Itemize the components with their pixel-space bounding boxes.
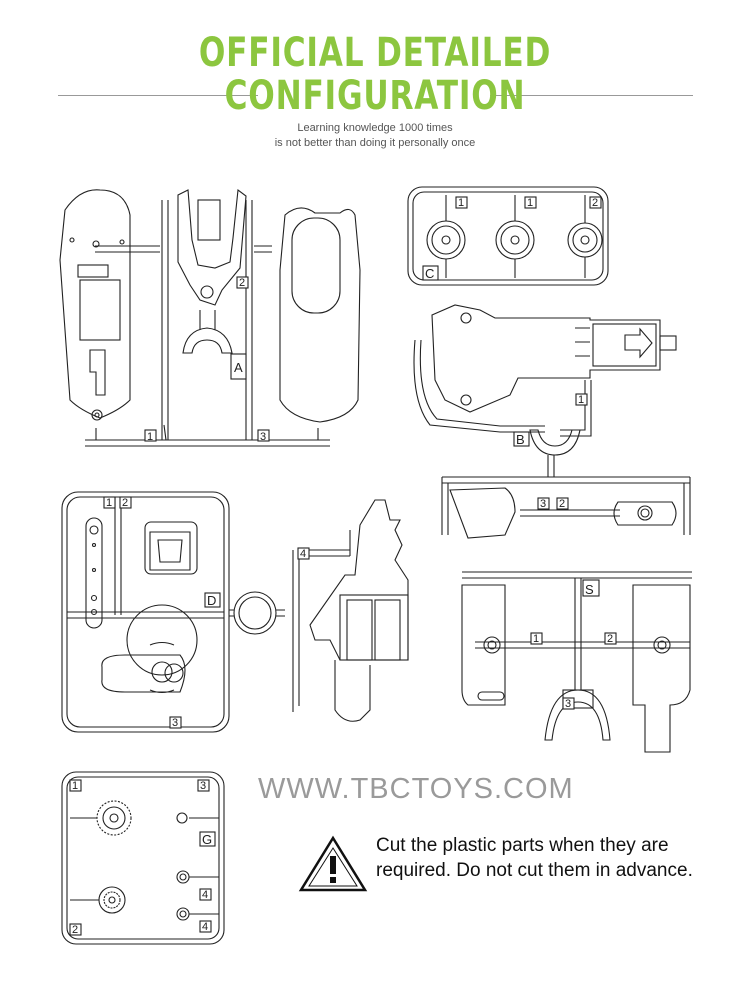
sprue-c-number: 1 — [527, 197, 533, 209]
warning-triangle-icon — [298, 835, 368, 892]
sprue-a-number: 1 — [147, 431, 153, 443]
sprue-b2: 3 2 — [441, 455, 691, 539]
sprue-d-number: 2 — [122, 497, 128, 509]
warning-text: Cut the plastic parts when they are requ… — [376, 835, 693, 881]
sprue-c-label: C — [425, 266, 434, 281]
sprue-d-number: 3 — [172, 717, 178, 729]
sprue-g-number: 2 — [72, 924, 78, 936]
sprue-e: 4 — [292, 499, 409, 722]
title-line-2: CONFIGURATION — [224, 73, 526, 119]
title-rule-right — [490, 95, 693, 96]
sprue-a-number: 3 — [260, 431, 266, 443]
sprue-d-label: D — [207, 593, 216, 608]
title-line-1: OFFICIAL DETAILED — [198, 30, 552, 76]
sprue-b2-number: 3 — [540, 498, 546, 510]
sprue-g-label: G — [202, 832, 212, 847]
sprue-b-label: B — [516, 432, 525, 447]
sprue-s-label: S — [585, 582, 594, 597]
sprue-a-label: A — [234, 360, 243, 375]
title-rule-left — [58, 95, 258, 96]
sprue-c-number: 1 — [458, 197, 464, 209]
sprue-d-number: 1 — [106, 497, 112, 509]
sprue-g: 1 3 G 2 4 4 — [61, 771, 225, 945]
sprue-a: 2 A 1 3 — [59, 188, 361, 447]
sprue-s-number: 2 — [607, 633, 613, 645]
sprue-g-number: 3 — [200, 780, 206, 792]
sprue-s-number: 3 — [565, 698, 571, 710]
sprue-c: 1 1 2 C — [407, 186, 609, 286]
sprue-d: 1 2 D 3 — [61, 491, 285, 733]
sprue-e-number: 4 — [300, 548, 306, 560]
sprue-g-number: 1 — [72, 780, 78, 792]
sprue-g-number: 4 — [202, 889, 208, 901]
subtitle-line-2: is not better than doing it personally o… — [274, 137, 476, 149]
website-watermark: WWW.TBCTOYS.COM — [258, 773, 574, 805]
subtitle-line-1: Learning knowledge 1000 times — [297, 122, 453, 134]
sprue-b2-number: 2 — [559, 498, 565, 510]
sprue-b-number: 1 — [578, 394, 584, 406]
sprue-s: S 1 2 3 — [461, 571, 692, 753]
sprue-s-number: 1 — [533, 633, 539, 645]
sprue-b: 1 B — [413, 304, 677, 456]
sprue-g-number: 4 — [202, 921, 208, 933]
sprue-c-number: 2 — [592, 197, 598, 209]
sprue-a-number: 2 — [239, 277, 245, 289]
